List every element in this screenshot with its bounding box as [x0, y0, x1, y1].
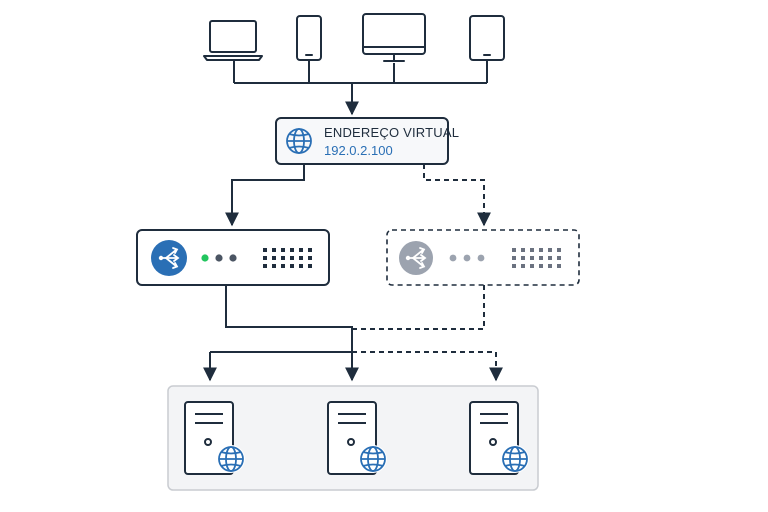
vip-to-balancer-links [225, 164, 491, 227]
load-balancer-icon [399, 241, 433, 275]
port-grid [512, 248, 561, 268]
status-light [449, 254, 457, 262]
status-lights [201, 254, 237, 262]
status-light-active [201, 254, 209, 262]
status-lights [449, 254, 485, 262]
laptop-icon [203, 20, 263, 61]
load-balancer-standby [386, 229, 580, 286]
balancer-to-server-links [203, 285, 503, 382]
globe-icon [501, 445, 529, 473]
server-pool [167, 385, 539, 491]
server-icon [469, 401, 529, 475]
active-link [225, 164, 305, 227]
server-icon [327, 401, 387, 475]
tablet-icon [469, 15, 505, 61]
virtual-address-title: ENDEREÇO VIRTUAL [324, 125, 459, 140]
smartphone-icon [296, 15, 322, 61]
status-light [229, 254, 237, 262]
status-light [463, 254, 471, 262]
status-light [215, 254, 223, 262]
active-trunk [225, 285, 353, 352]
server-icon [184, 401, 245, 475]
status-light [477, 254, 485, 262]
globe-icon [359, 445, 387, 473]
port-grid [263, 248, 312, 268]
client-bus [233, 60, 488, 116]
load-balancer-icon [151, 240, 187, 276]
standby-trunk [352, 285, 485, 330]
virtual-address-box: ENDEREÇO VIRTUAL 192.0.2.100 [275, 117, 459, 165]
load-balancer-active [136, 229, 330, 286]
globe-icon [286, 128, 312, 154]
standby-link [423, 164, 491, 227]
client-devices [203, 13, 505, 62]
globe-icon [217, 445, 245, 473]
desktop-monitor-icon [362, 13, 426, 62]
virtual-address-ip: 192.0.2.100 [324, 143, 393, 158]
